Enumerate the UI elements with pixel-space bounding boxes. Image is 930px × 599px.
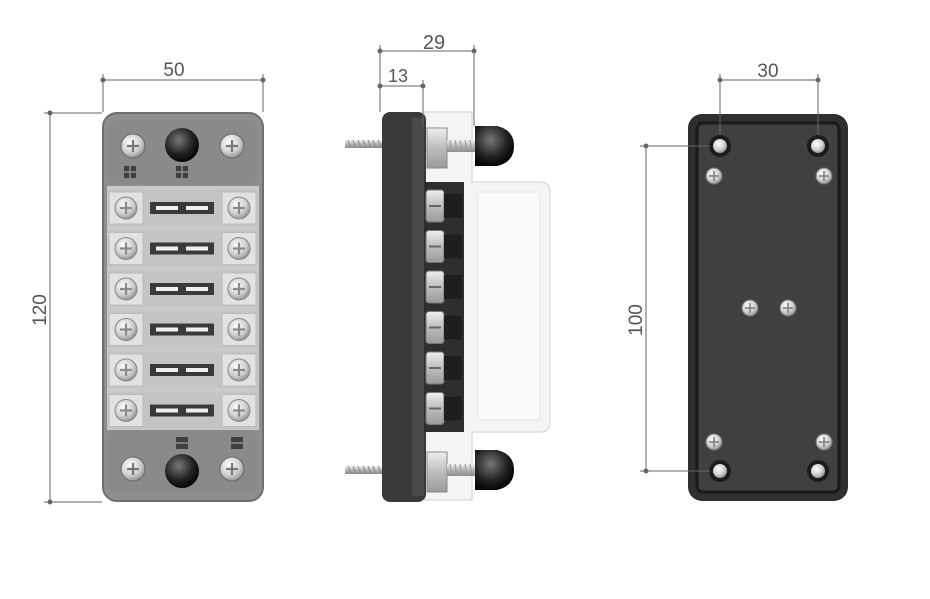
stud-cap-icon	[475, 450, 514, 490]
fuse-slot-row	[108, 352, 258, 388]
back-screw	[815, 433, 833, 451]
fuse-slot-row	[108, 392, 258, 429]
back-horizontal-spacing-dimension: 30	[757, 61, 778, 82]
back-screw	[705, 167, 723, 185]
screw-cross-icon	[783, 303, 793, 313]
fuse-blade-slot	[150, 404, 214, 417]
fuse-slot-row	[108, 271, 258, 307]
screw-cross-icon	[120, 323, 132, 336]
side-dimensions	[377, 45, 477, 126]
front-dimensions	[44, 74, 266, 505]
back-screw	[705, 433, 723, 451]
fuse-bay	[107, 186, 259, 430]
side-terminal	[425, 230, 462, 263]
fuse-blade-slot	[150, 242, 214, 255]
screw-cross-icon	[233, 323, 245, 336]
screw-cross-icon	[819, 171, 829, 181]
screw-cross-icon	[233, 404, 245, 417]
screw-cross-icon	[120, 242, 132, 255]
screw-cross-icon	[226, 463, 238, 475]
fuse-rows	[108, 190, 258, 429]
back-screw	[741, 299, 759, 317]
terminal-block	[444, 396, 462, 421]
fuse-slot-row	[108, 230, 258, 267]
terminal-block	[444, 356, 462, 380]
fuse-blade-slot	[150, 283, 214, 295]
fuse-contact	[156, 206, 178, 210]
screw-cross-icon	[709, 171, 719, 181]
terminal-block	[444, 234, 462, 259]
fuse-contact	[186, 408, 208, 413]
side-terminal	[425, 189, 462, 223]
side-terminal	[425, 351, 462, 385]
mounting-holes	[709, 135, 829, 482]
mount-screw-bottom	[345, 465, 385, 475]
screw-cross-icon	[233, 283, 245, 295]
side-bottom-stud	[426, 450, 514, 493]
back-screw	[779, 299, 797, 317]
fuse-blade-slot	[150, 202, 214, 214]
terminal-strip	[424, 182, 464, 432]
fuse-blade-slot	[150, 323, 214, 336]
terminal-block	[444, 194, 462, 218]
fuse-contact	[186, 206, 208, 210]
side-total-depth-dimension: 29	[423, 32, 445, 54]
screw-cross-icon	[120, 404, 132, 417]
front-height-dimension: 120	[30, 294, 51, 326]
stud-cap-icon	[475, 126, 514, 166]
side-terminals	[425, 189, 462, 425]
screw-cross-icon	[233, 202, 245, 214]
fuse-contact	[186, 368, 208, 372]
fuse-contact	[156, 368, 178, 372]
fuse-contact	[156, 408, 178, 413]
terminal-block	[444, 275, 462, 299]
side-top-stud	[426, 126, 514, 169]
screw-cross-icon	[709, 437, 719, 447]
back-dimensions	[640, 74, 821, 474]
fuse-blade-slot	[150, 364, 214, 376]
terminal-block	[444, 315, 462, 340]
side-view	[345, 111, 551, 502]
screw-cross-icon	[745, 303, 755, 313]
screw-cross-icon	[233, 242, 245, 255]
side-terminal	[425, 270, 462, 304]
fuse-slot-row	[108, 311, 258, 348]
front-view	[102, 112, 264, 502]
screw-cross-icon	[233, 364, 245, 376]
fuse-slot-row	[108, 190, 258, 226]
screw-cross-icon	[226, 140, 238, 152]
screw-cross-icon	[120, 364, 132, 376]
back-screw	[815, 167, 833, 185]
side-terminal	[425, 392, 462, 425]
screw-cross-icon	[120, 283, 132, 295]
fuse-contact	[186, 246, 208, 251]
back-vertical-spacing-dimension: 100	[626, 304, 647, 336]
fuse-contact	[156, 327, 178, 332]
front-top-hardware	[120, 128, 245, 178]
front-width-dimension: 50	[163, 60, 184, 81]
screw-cross-icon	[120, 202, 132, 214]
fuse-contact	[156, 246, 178, 251]
screw-cross-icon	[127, 140, 139, 152]
stud-cap-icon	[165, 454, 199, 488]
front-bottom-hardware	[120, 437, 245, 488]
stud-cap-icon	[165, 128, 199, 162]
side-base-depth-dimension: 13	[388, 66, 408, 86]
screw-cross-icon	[127, 463, 139, 475]
back-screws	[705, 167, 833, 451]
mount-screw-top	[345, 139, 385, 149]
side-terminal	[425, 311, 462, 344]
back-view	[688, 114, 848, 501]
fuse-contact	[186, 327, 208, 332]
fuse-contact	[156, 287, 178, 291]
fuse-contact	[186, 287, 208, 291]
screw-cross-icon	[819, 437, 829, 447]
